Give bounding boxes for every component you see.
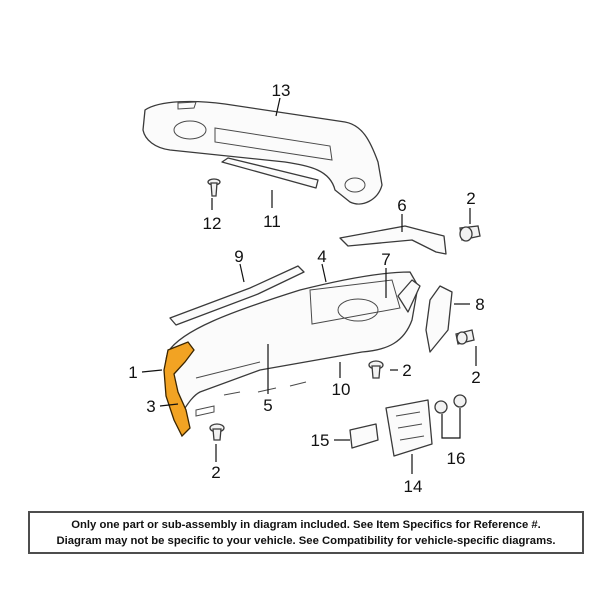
disclaimer-box: Only one part or sub-assembly in diagram… <box>28 511 584 554</box>
callout-2-lower: 2 <box>211 463 220 482</box>
callout-14: 14 <box>404 477 423 496</box>
molding-part-11 <box>221 157 319 189</box>
callout-16: 16 <box>447 449 466 468</box>
callout-15: 15 <box>311 431 330 450</box>
callout-6: 6 <box>397 196 406 215</box>
disclaimer-line-1: Only one part or sub-assembly in diagram… <box>71 518 541 531</box>
bracket-part-6 <box>339 225 447 255</box>
callout-1: 1 <box>128 363 137 382</box>
bolt-part-2-upper <box>459 225 481 242</box>
push-pin-part-12 <box>207 178 221 197</box>
callout-7: 7 <box>381 250 390 269</box>
disclaimer-line-2: Diagram may not be specific to your vehi… <box>56 534 556 547</box>
bracket-part-15 <box>349 423 379 449</box>
callout-3: 3 <box>146 397 155 416</box>
callout-13: 13 <box>272 81 291 100</box>
callout-12: 12 <box>203 214 222 233</box>
bracket-part-7 <box>397 279 421 313</box>
callout-10: 10 <box>332 380 351 399</box>
callout-2-center: 2 <box>402 361 411 380</box>
callout-8: 8 <box>475 295 484 314</box>
callout-2-right: 2 <box>471 368 480 387</box>
bracket-part-8 <box>425 285 453 353</box>
end-cap-part-1 <box>163 341 195 438</box>
callout-11: 11 <box>263 212 281 231</box>
fastener-part-2-lower <box>209 423 225 441</box>
callout-4: 4 <box>317 247 326 266</box>
fastener-part-2-center <box>368 360 384 379</box>
fascia-part-4 <box>164 271 419 419</box>
leader-lines <box>141 97 477 474</box>
callout-2-upper: 2 <box>466 189 475 208</box>
callout-9: 9 <box>234 247 243 266</box>
bracket-part-14 <box>385 399 433 457</box>
callout-5: 5 <box>263 396 272 415</box>
bolt-part-2-right <box>455 329 475 345</box>
clips-part-16 <box>434 394 467 414</box>
reinforcement-part-13 <box>142 100 383 205</box>
trim-part-9 <box>169 265 305 326</box>
